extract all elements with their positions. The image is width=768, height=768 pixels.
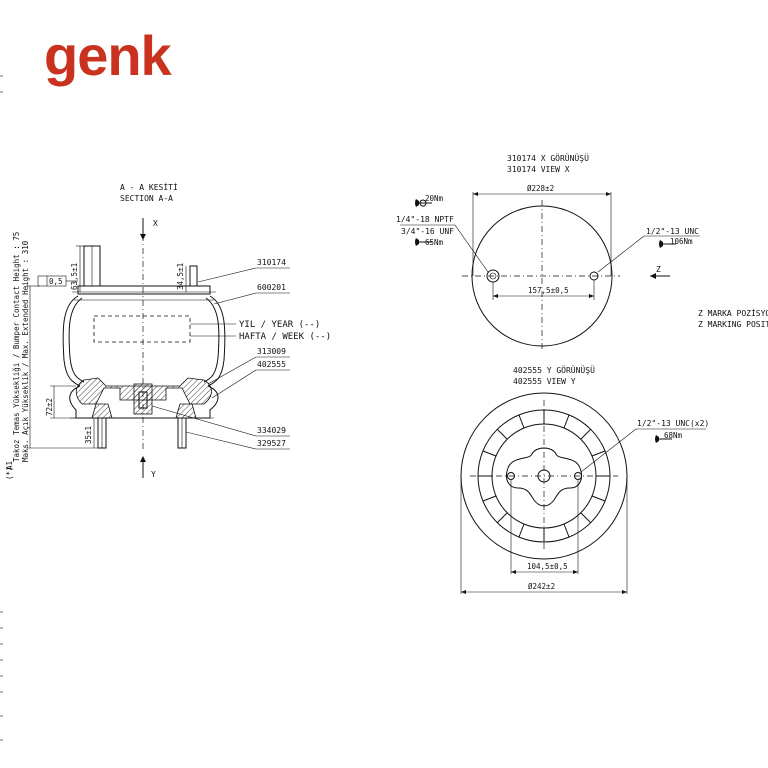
view-x-title-tr: 310174 X GÖRÜNÜŞÜ bbox=[507, 153, 589, 163]
svg-text:600201: 600201 bbox=[257, 283, 286, 292]
height-label-extended: Maks. Açık Yükseklik / Max. Extended Hei… bbox=[21, 240, 30, 462]
height-label-bumper: Takoz Temas Yüksekliği / Bumper Contact … bbox=[12, 232, 21, 462]
svg-text:157,5±0,5: 157,5±0,5 bbox=[528, 286, 569, 295]
border-ticks bbox=[0, 75, 3, 741]
svg-text:34,5±1: 34,5±1 bbox=[176, 263, 185, 290]
view-y-torque-label: 68Nm bbox=[664, 431, 683, 440]
svg-text:Ø242±2: Ø242±2 bbox=[528, 582, 555, 591]
svg-text:310174: 310174 bbox=[257, 258, 286, 267]
section-title-tr: A - A KESİTİ bbox=[120, 182, 178, 192]
height-note: (*) bbox=[5, 466, 14, 480]
svg-text:313009: 313009 bbox=[257, 347, 286, 356]
week-stamp-label: HAFTA / WEEK (--) bbox=[239, 332, 331, 342]
axis-y-label: Y bbox=[151, 470, 156, 479]
view-y-title-tr: 402555 Y GÖRÜNÜŞÜ bbox=[513, 365, 595, 375]
dimension-72: 72±2 bbox=[45, 385, 76, 419]
torque-label-2: 65Nm bbox=[425, 238, 444, 247]
view-y-piston: 104,5±0,5 Ø242±2 bbox=[460, 392, 628, 594]
view-y-thread-label: 1/2"-13 UNC(x2) bbox=[637, 419, 709, 428]
torque-wrench-icon-3 bbox=[659, 240, 676, 248]
view-y-title-en: 402555 VIEW Y bbox=[513, 377, 576, 386]
flatness-symbol: 0,5 bbox=[37, 275, 78, 287]
svg-text:329527: 329527 bbox=[257, 439, 286, 448]
torque-wrench-icon-4 bbox=[655, 435, 672, 443]
svg-text:104,5±0,5: 104,5±0,5 bbox=[527, 562, 568, 571]
svg-text:72±2: 72±2 bbox=[45, 398, 54, 416]
thread-label-1: 1/4"-18 NPTF bbox=[396, 215, 454, 224]
left-marker: A1 bbox=[5, 461, 14, 470]
part-number-labels: 310174 600201 313009 402555 334029 32952… bbox=[151, 258, 290, 450]
view-x-plate: Ø228±2 157,5±0,5 bbox=[462, 184, 620, 352]
genk-logo: genk bbox=[44, 24, 172, 87]
svg-text:402555: 402555 bbox=[257, 360, 286, 369]
dimension-63-5: 63,5±1 bbox=[70, 245, 84, 292]
z-label: Z bbox=[656, 265, 661, 274]
z-marking-en: Z MARKING POSITION bbox=[698, 320, 768, 329]
torque-label-1: 20Nm bbox=[425, 194, 444, 203]
dimension-35: 35±1 bbox=[84, 418, 95, 448]
axis-x-label: X bbox=[153, 219, 158, 228]
year-stamp-label: YIL / YEAR (--) bbox=[239, 320, 320, 330]
torque-label-3: 106Nm bbox=[670, 237, 693, 246]
thread-label-2: 3/4"-16 UNF bbox=[401, 227, 454, 236]
z-marking-tr: Z MARKA POZİSYONU bbox=[698, 308, 768, 318]
section-title-en: SECTION A-A bbox=[120, 194, 173, 203]
rubber-bellows bbox=[62, 295, 226, 387]
thread-label-3: 1/2"-13 UNC bbox=[646, 227, 699, 236]
torque-wrench-icon-1 bbox=[415, 199, 432, 207]
svg-text:35±1: 35±1 bbox=[84, 426, 93, 444]
svg-text:Ø228±2: Ø228±2 bbox=[527, 184, 554, 193]
view-x-title-en: 310174 VIEW X bbox=[507, 165, 570, 174]
torque-wrench-icon-2 bbox=[415, 238, 432, 246]
svg-text:334029: 334029 bbox=[257, 426, 286, 435]
svg-text:63,5±1: 63,5±1 bbox=[70, 263, 79, 290]
stamp-box bbox=[93, 315, 191, 343]
bead-plate-top bbox=[72, 245, 216, 295]
dimension-34-5: 34,5±1 bbox=[176, 263, 187, 292]
svg-text:0,5: 0,5 bbox=[49, 277, 63, 286]
